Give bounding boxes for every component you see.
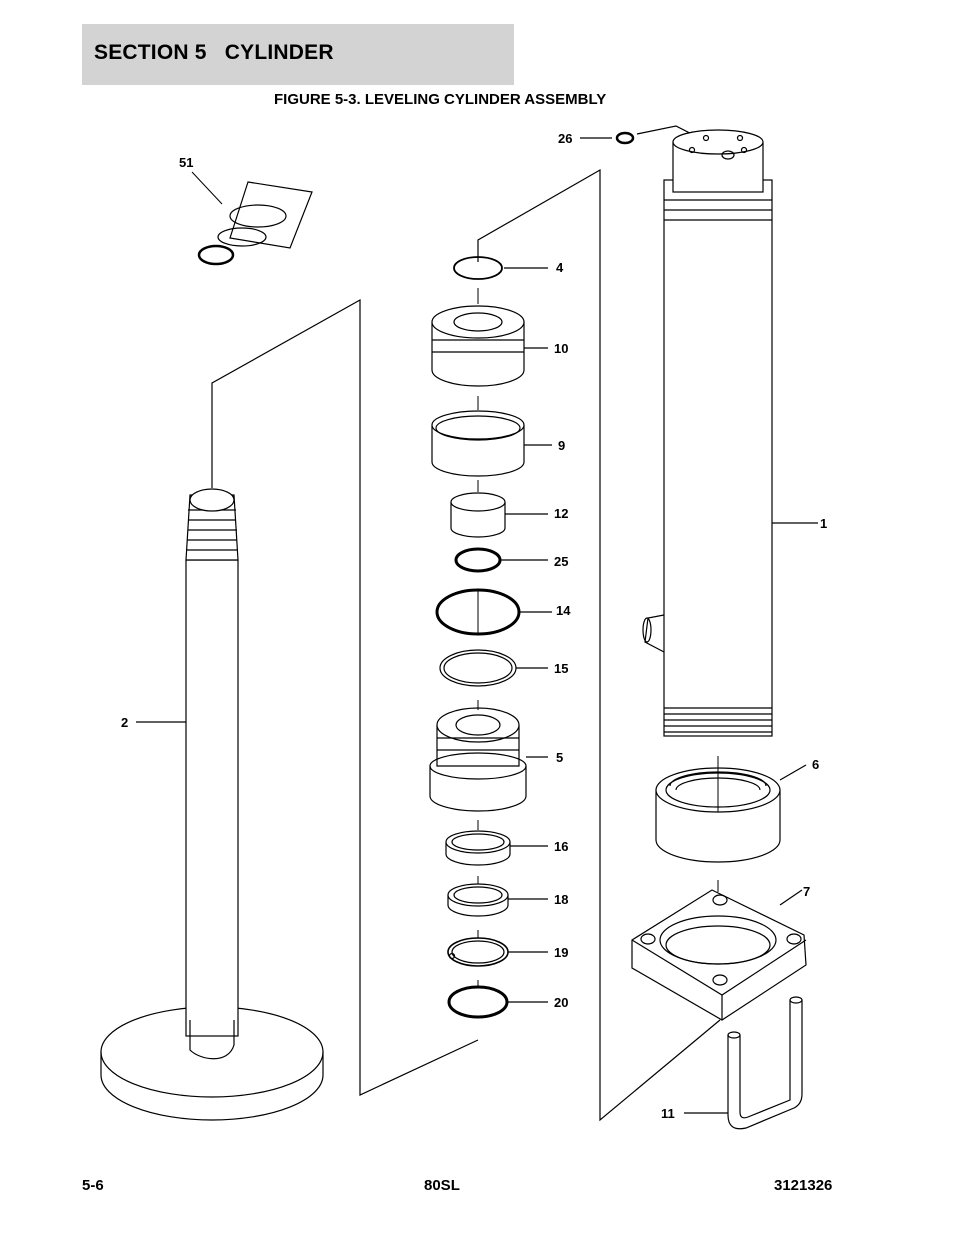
section-header: SECTION 5 CYLINDER — [82, 24, 514, 85]
callout-51: 51 — [179, 155, 193, 170]
part-4-snap-ring — [453, 256, 548, 280]
section-title: SECTION 5 CYLINDER — [94, 41, 334, 64]
callout-26: 26 — [558, 131, 572, 146]
part-18-wiper — [447, 883, 548, 917]
footer-page-number: 5-6 — [82, 1177, 104, 1194]
callout-4: 4 — [556, 260, 564, 275]
part-16-rod-seal — [445, 830, 548, 866]
callout-14: 14 — [556, 603, 571, 618]
part-6-threaded-collar — [655, 764, 807, 863]
part-2-rod — [100, 488, 324, 1121]
callout-15: 15 — [554, 661, 568, 676]
callout-2: 2 — [121, 715, 128, 730]
callout-25: 25 — [554, 554, 568, 569]
assembly-lines — [211, 168, 721, 1122]
part-1-cylinder-barrel — [642, 129, 818, 737]
part-12-spacer — [450, 492, 548, 538]
callout-11: 11 — [661, 1106, 675, 1121]
part-9-wear-ring — [431, 410, 552, 477]
callout-1: 1 — [820, 516, 827, 531]
figure-title: FIGURE 5-3. LEVELING CYLINDER ASSEMBLY — [274, 91, 607, 108]
callout-5: 5 — [556, 750, 563, 765]
part-19-retaining-ring — [447, 937, 548, 967]
callout-9: 9 — [558, 438, 565, 453]
part-20-o-ring — [447, 985, 548, 1019]
centerline-segments — [211, 288, 719, 988]
part-51-seal-kit — [191, 171, 313, 266]
callout-20: 20 — [554, 995, 568, 1010]
callout-labels: 26 51 4 10 9 12 1 25 14 15 2 5 6 16 7 18… — [121, 131, 827, 1121]
callout-6: 6 — [812, 757, 819, 772]
callout-19: 19 — [554, 945, 568, 960]
footer-model: 80SL — [424, 1177, 460, 1194]
callout-18: 18 — [554, 892, 568, 907]
part-14-o-ring — [435, 588, 552, 636]
part-7-mounting-flange — [631, 889, 807, 1021]
part-5-cylinder-head — [429, 707, 548, 812]
part-15-backup-ring — [439, 649, 548, 687]
callout-10: 10 — [554, 341, 568, 356]
part-10-piston — [431, 305, 548, 387]
part-25-o-ring — [454, 547, 548, 573]
callout-7: 7 — [803, 884, 810, 899]
callout-12: 12 — [554, 506, 568, 521]
callout-16: 16 — [554, 839, 568, 854]
footer-doc-number: 3121326 — [774, 1177, 833, 1194]
part-11-u-bolt — [684, 996, 803, 1130]
